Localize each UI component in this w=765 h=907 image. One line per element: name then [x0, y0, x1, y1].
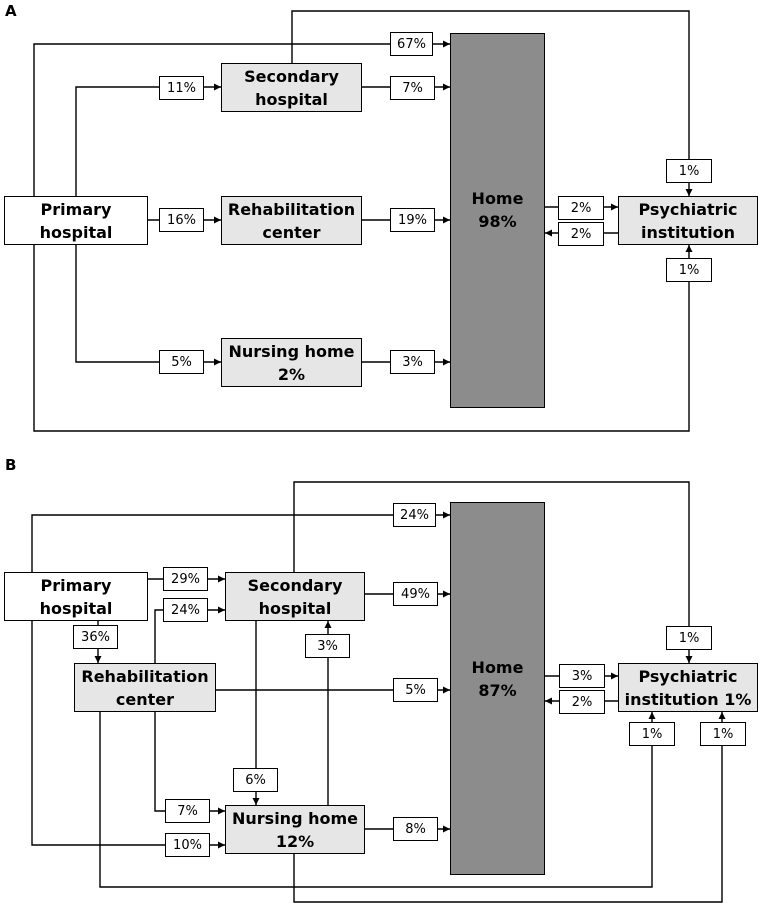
panel-b-flow-primary-rehab-label: 36%	[73, 625, 118, 649]
panel-a-primary-hospital-label: Primary hospital	[39, 199, 113, 242]
panel-a-flow-psych-home-label: 2%	[558, 222, 604, 246]
panel-b-flow-home-psych-label: 3%	[559, 664, 605, 688]
panel-b-rehabilitation-center-label: Rehabilitation center	[81, 666, 209, 709]
panel-b-psychiatric-institution-node: Psychiatric institution 1%	[618, 663, 758, 712]
panel-b-nursing-to-psych-arrow	[293, 712, 726, 903]
panel-b-primary-to-nursing-arrow	[31, 621, 225, 849]
panel-b-home-label: Home 87%	[471, 658, 524, 700]
panel-b-flow-primary-secondary-label: 29%	[163, 567, 208, 591]
panel-a-rehabilitation-center-label: Rehabilitation center	[227, 199, 356, 242]
panel-a-psychiatric-institution-node: Psychiatric institution	[618, 196, 758, 245]
panel-a-primary-to-psych-arrow	[33, 245, 693, 432]
panel-a-primary-to-secondary-arrow	[75, 83, 221, 196]
panel-b-rehab-to-nursing-arrow	[154, 712, 225, 815]
panel-b-flow-secondary-psych-label: 1%	[666, 626, 712, 650]
panel-b-flow-rehab-psych-label: 1%	[629, 722, 675, 746]
panel-a-home-label: Home 98%	[471, 189, 524, 231]
panel-b-flow-rehab-nursing-label: 7%	[165, 799, 210, 823]
panel-a-secondary-to-psych-arrow	[291, 10, 693, 196]
panel-a-flow-primary-psych-label: 1%	[666, 258, 712, 282]
panel-b-flow-psych-home-label: 2%	[559, 690, 605, 714]
panel-a-flow-primary-secondary-label: 11%	[159, 76, 204, 100]
panel-b-secondary-to-psych-arrow	[293, 481, 693, 663]
panel-a-flow-home-psych-label: 2%	[558, 196, 604, 220]
panel-b-flow-primary-home-label: 24%	[393, 503, 436, 527]
panel-a-psychiatric-institution-label: Psychiatric institution	[638, 199, 738, 242]
panel-a-nursing-home-label: Nursing home 2%	[228, 341, 355, 384]
panel-b-psychiatric-institution-label: Psychiatric institution 1%	[624, 666, 752, 709]
panel-a-flow-primary-rehab-label: 16%	[159, 208, 204, 232]
panel-a-flow-rehab-home-label: 19%	[390, 208, 435, 232]
panel-b-rehab-to-psych-arrow	[99, 712, 656, 888]
panel-b-flow-secondary-home-label: 49%	[393, 582, 438, 606]
panel-b-secondary-hospital-label: Secondary hospital	[247, 575, 343, 618]
panel-b-flow-rehab-secondary-label: 24%	[163, 598, 208, 622]
panel-b-secondary-hospital-node: Secondary hospital	[225, 572, 365, 621]
panel-b-flow-nursing-secondary-label: 3%	[305, 634, 350, 658]
panel-b-primary-hospital-node: Primary hospital	[4, 572, 148, 621]
panel-a-flow-secondary-home-label: 7%	[390, 76, 435, 100]
panel-b-primary-hospital-label: Primary hospital	[39, 575, 113, 618]
panel-a-primary-to-nursing-arrow	[75, 245, 221, 366]
panel-b-nursing-home-node: Nursing home 12%	[225, 805, 365, 854]
panel-b-letter: B	[5, 456, 17, 474]
panel-b-nursing-home-label: Nursing home 12%	[232, 808, 358, 851]
panel-a-secondary-hospital-label: Secondary hospital	[244, 66, 339, 109]
panel-b-flow-nursing-psych-label: 1%	[700, 722, 746, 746]
panel-a-nursing-home-node: Nursing home 2%	[221, 338, 362, 387]
panel-b-flow-nursing-home-label: 8%	[393, 817, 438, 841]
panel-a-flow-nursing-home-label: 3%	[390, 350, 435, 374]
panel-b-flow-secondary-nursing-label: 6%	[233, 768, 278, 792]
panel-a-letter: A	[5, 2, 17, 20]
panel-a-flow-primary-nursing-label: 5%	[159, 350, 204, 374]
panel-a-home-node: Home 98%	[450, 33, 545, 408]
panel-a-flow-secondary-psych-label: 1%	[666, 159, 712, 183]
panel-a-flow-primary-home-label: 67%	[390, 32, 433, 56]
panel-a-primary-hospital-node: Primary hospital	[4, 196, 148, 245]
panel-a-primary-to-home-arrow	[33, 40, 450, 196]
panel-b-home-node: Home 87%	[450, 502, 545, 875]
panel-b-rehabilitation-center-node: Rehabilitation center	[74, 663, 216, 712]
panel-b-flow-rehab-home-label: 5%	[393, 678, 438, 702]
panel-b-primary-to-home-arrow	[31, 511, 450, 572]
panel-a-secondary-hospital-node: Secondary hospital	[221, 63, 362, 112]
panel-a-rehabilitation-center-node: Rehabilitation center	[221, 196, 362, 245]
panel-b-flow-primary-nursing-label: 10%	[165, 833, 210, 857]
